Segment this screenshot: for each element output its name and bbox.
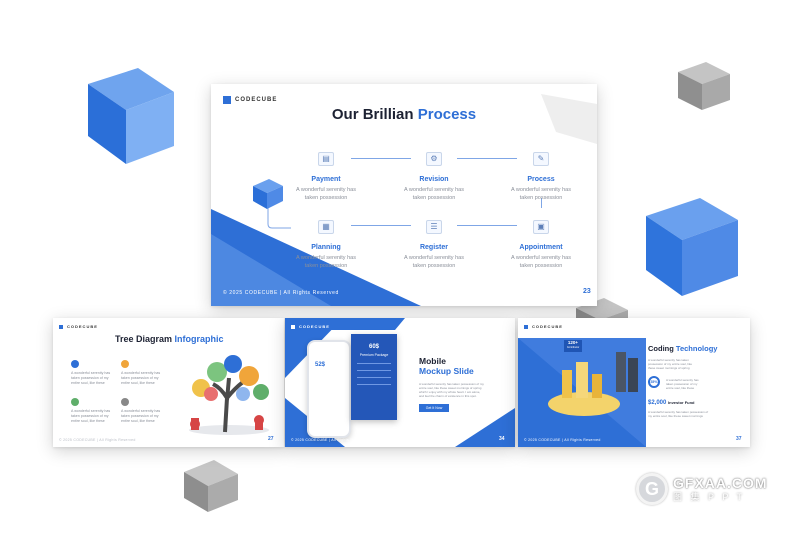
step-name: Planning	[311, 244, 341, 251]
payment-icon: ▤	[318, 152, 334, 166]
step-desc: taken possession	[304, 195, 348, 201]
step-name: Payment	[311, 176, 341, 183]
step-desc: A wonderful serenity has	[404, 187, 464, 193]
step-desc: A wonderful serenity has	[511, 187, 571, 193]
slide-title: Mobile Mockup Slide	[419, 356, 474, 376]
process-slide: CODECUBE Our Brillian Process ▤ Payment …	[211, 84, 597, 306]
step-name: Revision	[419, 176, 449, 183]
body-text: A wonderful serenity has taken possessio…	[419, 382, 484, 398]
mobile-mockup-slide: CODECUBE 52$ 60$ Premium Package Mobile …	[285, 318, 515, 447]
step-desc: taken possession	[519, 195, 563, 201]
connector-line	[541, 198, 542, 208]
gray-cube-top-right	[678, 62, 730, 110]
watermark-site: GFXAA.COM	[673, 474, 768, 491]
revision-icon: ⚙	[426, 152, 442, 166]
slide-footer: © 2025 CODECUBE | All Rights Reserved	[524, 438, 601, 442]
step-desc: A wonderful serenity has	[296, 187, 356, 193]
watermark-sub: 图 集 P P T	[673, 491, 746, 502]
step-desc: taken possession	[519, 263, 563, 269]
tree-illustration	[189, 355, 269, 435]
info-dot-icon	[121, 360, 129, 368]
info-dot-icon	[71, 360, 79, 368]
step-desc: taken possession	[412, 195, 456, 201]
step-revision: ⚙ Revision A wonderful serenity has take…	[384, 152, 484, 202]
investor-fund: $2,000 Investor Fund	[648, 400, 695, 406]
page-title: Our Brillian Process	[331, 106, 477, 123]
connector-line	[351, 158, 411, 159]
step-name: Appointment	[519, 244, 563, 251]
mini-cube-icon	[253, 179, 283, 209]
slide-footer: © 2025 CODECUBE | All Rights Reserved	[291, 438, 368, 442]
coding-technology-slide: CODECUBE 120+ Contributor Coding Technol…	[518, 318, 750, 447]
percent-ring: 35%	[648, 376, 660, 388]
slide-title: Coding Technology	[648, 344, 718, 353]
connector-line	[457, 158, 517, 159]
brand-logo: CODECUBE	[223, 96, 277, 104]
step-desc: taken possession	[412, 263, 456, 269]
blue-cube-right	[646, 198, 738, 296]
step-desc: taken possession	[304, 263, 348, 269]
percent-text: A wonderful serenity has taken possessio…	[666, 378, 699, 390]
connector-line	[351, 225, 411, 226]
slide-title: Tree Diagram Infographic	[115, 334, 224, 344]
slide-decor	[211, 94, 597, 306]
page-number: 34	[499, 436, 505, 442]
watermark-logo-icon: G	[636, 473, 668, 505]
connector-line	[457, 225, 517, 226]
blue-cube-large-left	[88, 68, 174, 164]
contributor-badge: 120+ Contributor	[564, 340, 582, 352]
slide-footer: © 2025 CODECUBE | All Rights Reserved	[223, 290, 339, 296]
process-icon: ✎	[533, 152, 549, 166]
page-number: 37	[736, 436, 742, 442]
page-number: 27	[268, 436, 274, 442]
step-planning: ▦ Planning A wonderful serenity has take…	[276, 220, 376, 270]
step-desc: A wonderful serenity has	[511, 255, 571, 261]
brand-logo: CODECUBE	[59, 324, 98, 329]
step-desc: A wonderful serenity has	[404, 255, 464, 261]
phone-mockup-left: 52$	[307, 340, 351, 438]
tree-diagram-slide: CODECUBE Tree Diagram Infographic A wond…	[53, 318, 284, 447]
fund-text: A wonderful serenity has taken possessio…	[648, 410, 709, 418]
step-appointment: ▣ Appointment A wonderful serenity has t…	[491, 220, 591, 270]
brand-logo: CODECUBE	[291, 324, 330, 329]
slide-footer: © 2025 CODECUBE | All Rights Reserved	[59, 438, 136, 442]
info-dot-icon	[121, 398, 129, 406]
register-icon: ☰	[426, 220, 442, 234]
step-name: Process	[527, 176, 555, 183]
brand-logo: CODECUBE	[524, 324, 563, 329]
step-register: ☰ Register A wonderful serenity has take…	[384, 220, 484, 270]
intro-text: A wonderful serenity has taken possessio…	[648, 358, 693, 370]
site-watermark: G GFXAA.COM 图 集 P P T	[636, 473, 768, 505]
step-desc: A wonderful serenity has	[296, 255, 356, 261]
planning-icon: ▦	[318, 220, 334, 234]
page-number: 23	[583, 288, 591, 295]
step-payment: ▤ Payment A wonderful serenity has taken…	[276, 152, 376, 202]
slide-decor	[518, 338, 646, 447]
info-dot-icon	[71, 398, 79, 406]
gray-cube-bottom-left	[184, 460, 238, 512]
step-name: Register	[419, 244, 448, 251]
step-process: ✎ Process A wonderful serenity has taken…	[491, 152, 591, 202]
pricing-card: 60$ Premium Package	[351, 334, 397, 420]
appointment-icon: ▣	[533, 220, 549, 234]
get-it-now-button[interactable]: Get It Now	[419, 404, 449, 412]
